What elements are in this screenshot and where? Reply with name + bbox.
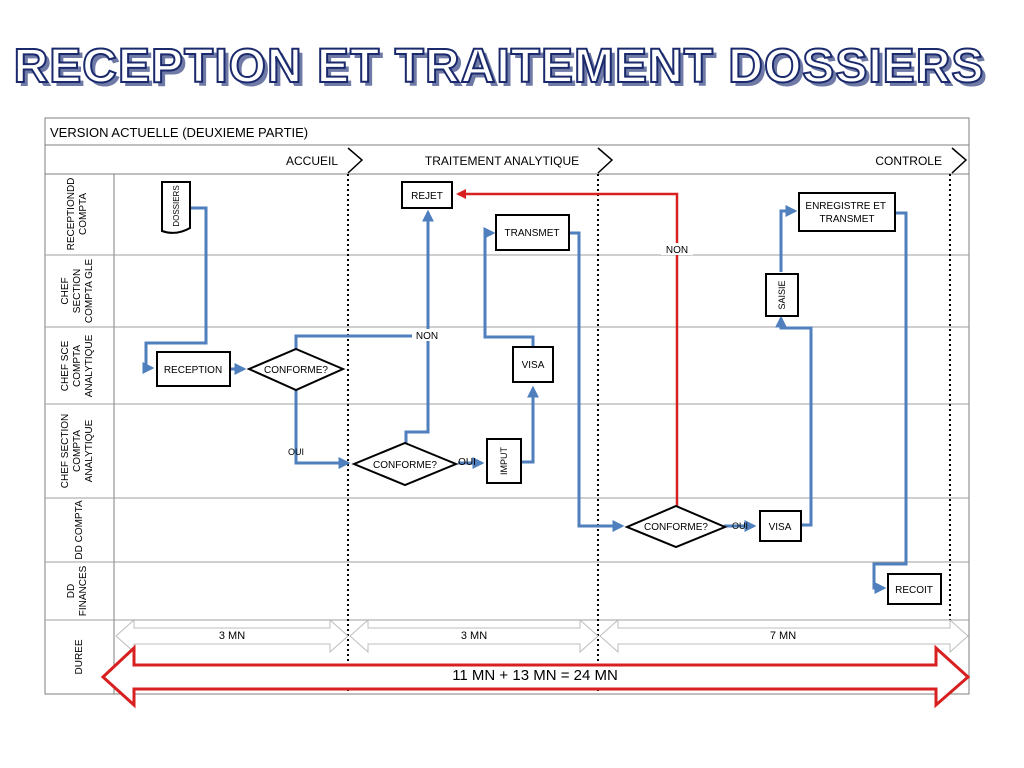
duration-label-3: 7 MN xyxy=(770,630,796,642)
phase-label-controle: CONTROLE xyxy=(875,154,942,168)
node-transmet-label: TRANSMET xyxy=(505,228,560,239)
node-conforme-1: CONFORME? xyxy=(246,347,346,392)
title-group: RECEPTION ET TRAITEMENT DOSSIERS RECEPTI… xyxy=(13,39,989,97)
duration-arrows xyxy=(115,618,969,654)
phase-chevron-2 xyxy=(597,147,614,174)
label-bg-non-2 xyxy=(661,243,693,255)
node-visa-2-label: VISA xyxy=(769,522,792,533)
version-label: VERSION ACTUELLE (DEUXIEME PARTIE) xyxy=(50,125,308,140)
node-recoit: RECOIT xyxy=(887,573,942,605)
lane-label-chef-section-compta-analytique: CHEF SECTIONCOMPTAANALYTIQUE xyxy=(60,414,95,488)
lane-label-dd-finances: DDFINANCES xyxy=(66,565,89,616)
node-enregistre-label: ENREGISTRE ET TRANSMET xyxy=(805,201,888,225)
edge-label-oui-1: OUI xyxy=(288,447,304,457)
phase-chevron-3 xyxy=(951,147,968,174)
node-reception: RECEPTION xyxy=(156,351,231,387)
edge-conforme3-rejet xyxy=(456,189,679,506)
node-conforme-2: CONFORME? xyxy=(351,441,459,487)
node-conforme-3-label: CONFORME? xyxy=(644,522,708,533)
edge-imput-visa1 xyxy=(521,385,539,464)
edge-conforme1-rejet xyxy=(294,209,434,350)
node-visa-1: VISA xyxy=(512,346,554,383)
node-reception-label: RECEPTION xyxy=(164,365,222,376)
node-transmet: TRANSMET xyxy=(495,214,570,251)
node-imput: IMPUT xyxy=(486,438,522,484)
node-conforme-2-label: CONFORME? xyxy=(373,460,437,471)
duration-arrow-3 xyxy=(599,618,969,654)
lane-labels: RECEPTIONDDCOMPTA CHEFSECTIONCOMPTA GLE … xyxy=(60,178,95,675)
phase-label-accueil: ACCUEIL xyxy=(286,154,338,168)
node-conforme-3: CONFORME? xyxy=(624,504,728,549)
duration-label-1: 3 MN xyxy=(219,630,245,642)
edge-conforme2-rejet xyxy=(404,336,430,444)
node-imput-label: IMPUT xyxy=(499,447,509,476)
flow-connectors xyxy=(142,205,908,594)
total-duration-arrow xyxy=(100,644,971,709)
edge-conforme1-conforme2 xyxy=(294,390,351,469)
phase-separators xyxy=(347,174,951,694)
edge-label-non-1: NON xyxy=(416,331,438,342)
edge-saisie-enregistre xyxy=(779,205,798,272)
lane-dividers xyxy=(45,254,969,621)
lane-label-dd-compta: DD COMPTA xyxy=(74,500,85,560)
edge-dossiers-reception xyxy=(142,206,208,374)
total-duration-label: 11 MN + 13 MN = 24 MN xyxy=(452,667,618,684)
edge-label-oui-2: OUI xyxy=(458,457,476,468)
duration-label-2: 3 MN xyxy=(461,630,487,642)
edge-transmet-conforme3 xyxy=(569,231,625,532)
edge-visa1-transmet xyxy=(483,227,535,347)
page-title-shadow: RECEPTION ET TRAITEMENT DOSSIERS xyxy=(18,44,989,97)
label-bg-non-1 xyxy=(412,329,442,341)
lane-label-chef-section-compta-gle: CHEFSECTIONCOMPTA GLE xyxy=(60,259,95,324)
node-saisie-label: SAISIE xyxy=(777,280,787,309)
node-saisie: SAISIE xyxy=(765,273,799,317)
edge-visa2-saisie xyxy=(775,315,813,527)
node-conforme-1-label: CONFORME? xyxy=(264,365,328,376)
edge-label-oui-3: OUI xyxy=(732,521,748,531)
node-enregistre: ENREGISTRE ET TRANSMET xyxy=(798,192,896,232)
lane-label-duree: DUREE xyxy=(74,639,85,674)
page-title: RECEPTION ET TRAITEMENT DOSSIERS xyxy=(14,40,985,93)
duration-arrow-2 xyxy=(349,618,599,654)
lane-label-chef-sce-compta-analytique: CHEF SCECOMPTAANALYTIQUE xyxy=(60,334,95,397)
node-dossiers-label: DOSSIERS xyxy=(172,185,181,226)
node-rejet-label: REJET xyxy=(411,191,443,202)
node-visa-1-label: VISA xyxy=(522,360,545,371)
edge-enregistre-recoit xyxy=(872,211,908,594)
diagram-frame xyxy=(44,117,970,695)
node-recoit-label: RECOIT xyxy=(895,585,933,596)
node-dossiers: DOSSIERS xyxy=(161,181,191,234)
node-rejet: REJET xyxy=(401,181,453,209)
phase-chevron-1 xyxy=(347,147,364,174)
node-visa-2: VISA xyxy=(759,510,802,542)
lane-label-reception-dd-compta: RECEPTIONDDCOMPTA xyxy=(66,178,89,251)
edge-label-non-2: NON xyxy=(666,245,688,256)
phase-label-traitement: TRAITEMENT ANALYTIQUE xyxy=(425,154,579,168)
